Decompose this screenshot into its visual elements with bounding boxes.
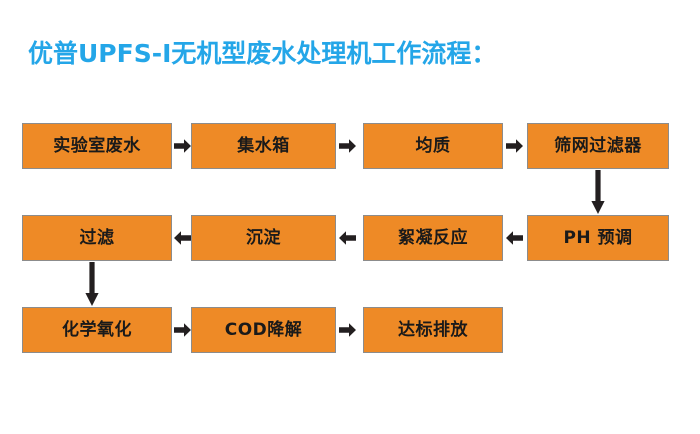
flow-box-label: 絮凝反应: [398, 227, 468, 248]
flow-box-screen-filter[interactable]: 筛网过滤器: [527, 123, 669, 169]
flow-box-label: 过滤: [79, 227, 115, 248]
flow-box-label: 沉淀: [246, 227, 281, 248]
flow-box-lab-wastewater[interactable]: 实验室废水: [22, 123, 172, 169]
flow-box-filtration[interactable]: 过滤: [22, 215, 172, 261]
flow-box-chemical-oxidation[interactable]: 化学氧化: [22, 307, 172, 353]
flow-box-label: COD降解: [224, 319, 303, 340]
arrow-right-icon: [339, 323, 356, 337]
flow-box-label: 均质: [415, 135, 451, 156]
arrow-left-icon: [174, 231, 191, 245]
flow-box-cod-degradation[interactable]: COD降解: [191, 307, 336, 353]
flow-box-compliant-discharge[interactable]: 达标排放: [363, 307, 503, 353]
arrow-right-icon: [506, 139, 523, 153]
arrow-right-icon: [174, 323, 191, 337]
flow-box-collection-tank[interactable]: 集水箱: [191, 123, 336, 169]
arrow-left-icon: [339, 231, 356, 245]
arrow-down-icon: [591, 170, 605, 214]
flow-box-label: 筛网过滤器: [554, 135, 642, 156]
flow-row-1: 实验室废水 集水箱 均质 筛网过滤器: [0, 123, 700, 169]
arrow-down-icon: [85, 262, 99, 306]
flow-box-label: 集水箱: [237, 135, 290, 156]
flow-box-homogenization[interactable]: 均质: [363, 123, 503, 169]
flow-box-ph-preadjustment[interactable]: PH 预调: [527, 215, 669, 261]
flow-box-sedimentation[interactable]: 沉淀: [191, 215, 336, 261]
arrow-left-icon: [506, 231, 523, 245]
flow-row-3: 化学氧化 COD降解 达标排放: [0, 307, 700, 353]
flow-box-label: 化学氧化: [62, 319, 132, 340]
flow-box-label: 实验室废水: [53, 135, 141, 156]
flow-box-flocculation-reaction[interactable]: 絮凝反应: [363, 215, 503, 261]
flow-box-label: PH 预调: [563, 227, 633, 248]
arrow-right-icon: [339, 139, 356, 153]
arrow-right-icon: [174, 139, 191, 153]
flow-row-2: 过滤 沉淀 絮凝反应 PH 预调: [0, 215, 700, 261]
flow-box-label: 达标排放: [398, 319, 468, 340]
page-title: 优普UPFS-I无机型废水处理机工作流程：: [28, 39, 497, 68]
